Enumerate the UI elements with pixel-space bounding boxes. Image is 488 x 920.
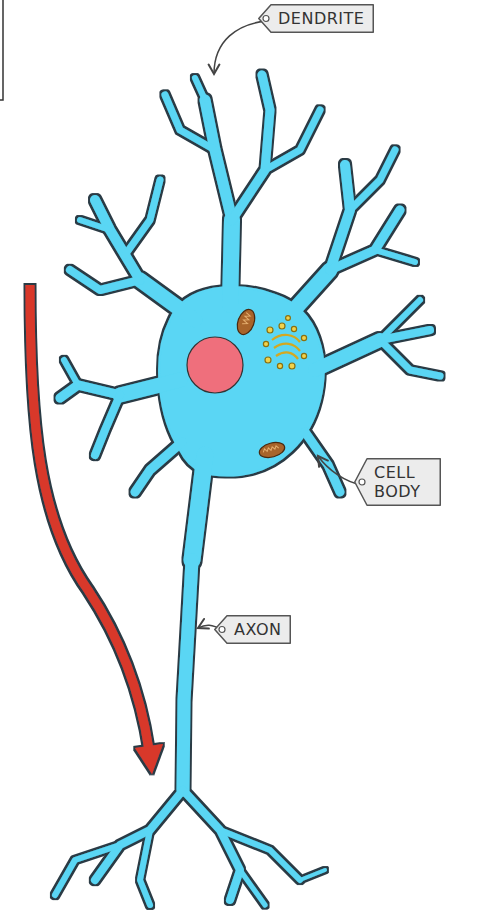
tag-outline [215, 616, 291, 644]
tag-outline [355, 459, 441, 506]
neuron-shape [55, 75, 440, 905]
tag-hole [219, 627, 225, 633]
nucleus [187, 337, 243, 393]
part-label: CELL BODY [374, 463, 432, 501]
part-label: DENDRITE [278, 9, 364, 28]
leader-line [214, 21, 266, 74]
mitochondrion [234, 307, 258, 337]
mitochondrion [258, 440, 287, 460]
frame-edge [0, 0, 3, 100]
golgi-apparatus [263, 316, 306, 369]
impulse-arrow [30, 285, 163, 774]
part-label: AXON [234, 620, 281, 639]
part-label-tag: DENDRITE [258, 4, 373, 33]
tag-outline [259, 5, 374, 33]
tag-hole [263, 16, 269, 22]
part-label-tag: CELL BODY [354, 458, 441, 506]
part-label-tag: AXON [214, 615, 290, 644]
tag-hole [359, 479, 365, 485]
